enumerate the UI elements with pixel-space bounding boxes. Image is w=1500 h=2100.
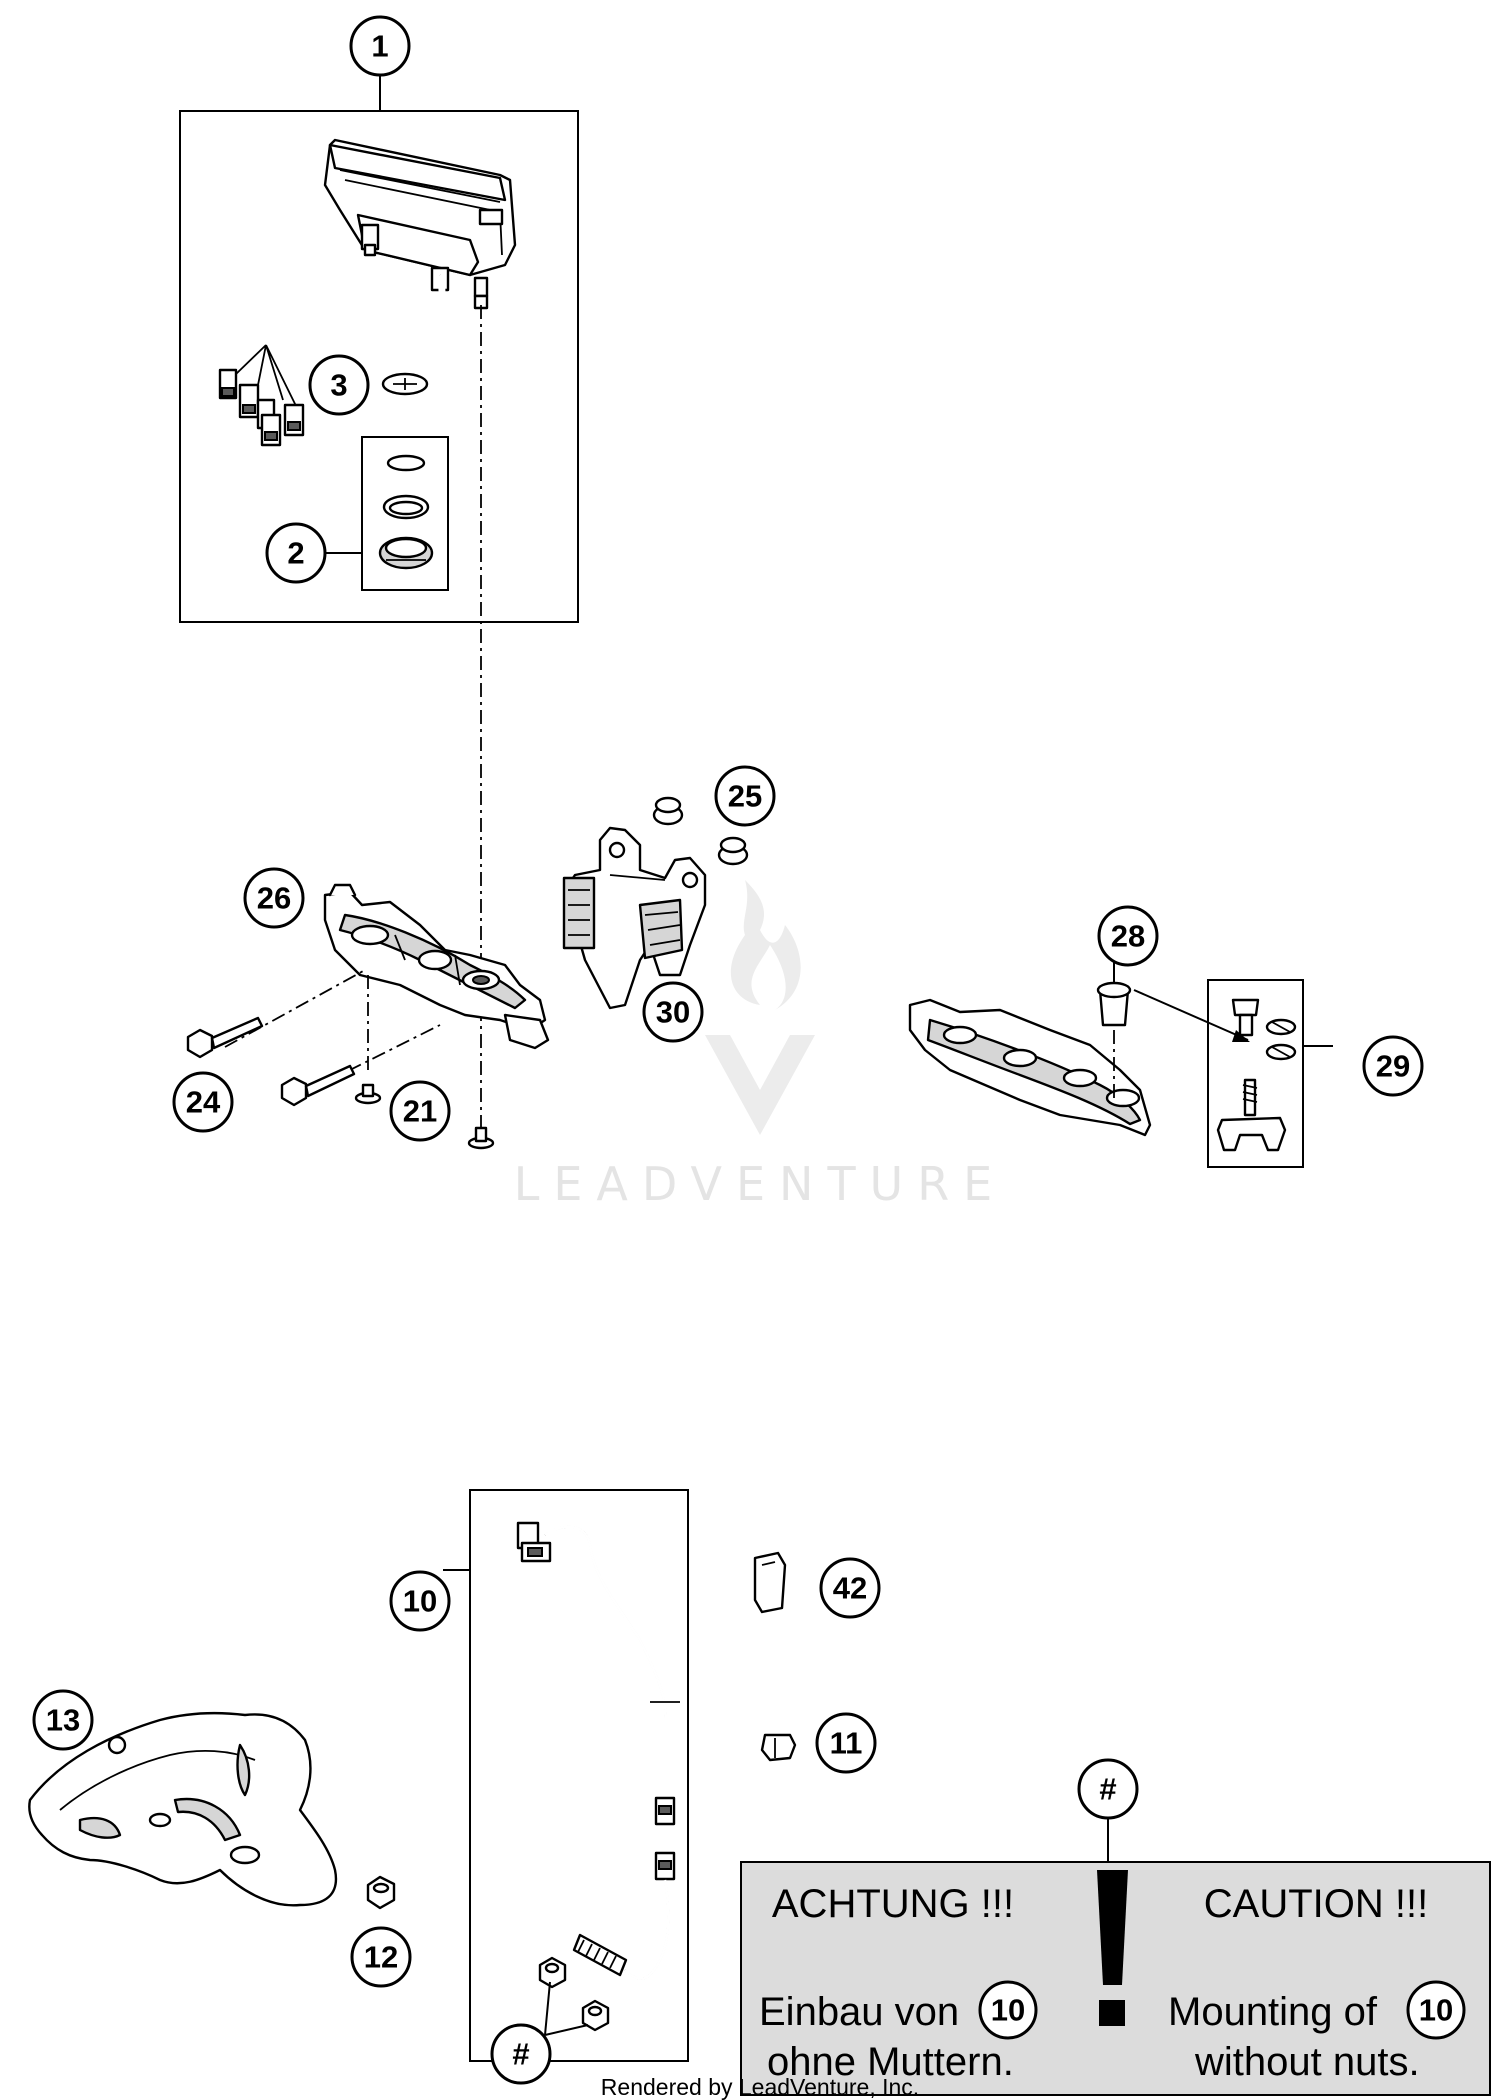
caution-english-ref: 10: [1419, 1993, 1453, 2028]
watermark-text: LEADVENTURE: [514, 1157, 1007, 1211]
exclamation-icon: [1097, 1870, 1128, 2026]
item-30-holder: [562, 826, 707, 1010]
item-26-mounting-bracket: [323, 883, 550, 1050]
item-11-clip: [760, 1733, 797, 1762]
svg-text:11: 11: [830, 1726, 863, 1761]
caution-german-ref-circle: [978, 1980, 1038, 2040]
svg-text:26: 26: [257, 881, 291, 916]
svg-text:42: 42: [833, 1571, 867, 1606]
svg-text:29: 29: [1376, 1049, 1410, 1084]
svg-text:10: 10: [403, 1584, 437, 1619]
svg-text:30: 30: [656, 995, 690, 1030]
caution-title-english: CAUTION !!!: [1204, 1882, 1428, 1926]
caution-english-ref-circle: [1406, 1980, 1466, 2040]
item-10-sensor-cable: [516, 1521, 680, 1980]
svg-text:24: 24: [186, 1085, 221, 1120]
svg-text:25: 25: [728, 779, 762, 814]
callout-26: 26: [243, 867, 305, 929]
dashboard-wiring-harness: [218, 274, 446, 447]
callout-1: 1: [349, 15, 411, 77]
dashboard-display: [323, 138, 517, 310]
callout-21: 21: [389, 1080, 451, 1142]
svg-text:28: 28: [1111, 919, 1145, 954]
svg-text:21: 21: [403, 1094, 437, 1129]
item-24-bolts: [186, 969, 441, 1107]
callout-13: 13: [32, 1689, 94, 1751]
caution-german-line2: ohne Muttern.: [767, 2040, 1014, 2084]
svg-text:#: #: [1099, 1772, 1116, 1807]
callout-hash-bottom: #: [490, 2023, 552, 2085]
callout-42: 42: [819, 1557, 881, 1619]
callout-25: 25: [714, 765, 776, 827]
caution-english-line1: Mounting of: [1168, 1990, 1378, 2034]
svg-text:#: #: [512, 2037, 529, 2072]
svg-text:2: 2: [287, 536, 304, 571]
callout-2: 2: [265, 522, 327, 584]
item-25-grommets: [652, 796, 749, 866]
item-29-kit-box: [1207, 979, 1304, 1168]
caution-english-line2: without nuts.: [1194, 2040, 1420, 2084]
svg-text:3: 3: [330, 368, 347, 403]
callout-3: 3: [308, 354, 370, 416]
item-28-bushing: [1096, 958, 1132, 1100]
callout-30: 30: [642, 981, 704, 1043]
item-12-nut: [366, 1875, 396, 1910]
callout-11: 11: [815, 1712, 877, 1774]
item-10-group-box: [469, 1489, 689, 2062]
item-13-cover: [28, 1711, 338, 1907]
callout-24: 24: [172, 1071, 234, 1133]
svg-text:1: 1: [371, 29, 388, 64]
item-2-kit-box: [361, 436, 449, 591]
item-21-screws: [354, 1083, 495, 1150]
item-29-hardware: [1216, 998, 1297, 1152]
callout-10: 10: [389, 1570, 451, 1632]
callout-12: 12: [350, 1926, 412, 1988]
item-2-seal-kit: [378, 454, 434, 570]
svg-text:13: 13: [46, 1703, 80, 1738]
render-credit: Rendered by LeadVenture, Inc.: [601, 2074, 919, 2100]
item-3-cap: [381, 372, 429, 396]
hash-nuts: [538, 1956, 610, 2036]
right-bracket-assembly: [908, 998, 1152, 1137]
item-42-clip: [753, 1551, 787, 1614]
callout-29: 29: [1362, 1035, 1424, 1097]
caution-panel: ACHTUNG !!! CAUTION !!! Einbau von 10 oh…: [740, 1861, 1491, 2096]
caution-german-ref: 10: [991, 1993, 1025, 2028]
caution-title-german: ACHTUNG !!!: [772, 1882, 1014, 1926]
callout-28: 28: [1097, 905, 1159, 967]
svg-text:12: 12: [364, 1940, 398, 1975]
leadventure-watermark: LEADVENTURE: [514, 880, 1007, 1211]
caution-german-line1: Einbau von: [759, 1990, 959, 2034]
callout-hash-top: #: [1077, 1758, 1139, 1820]
